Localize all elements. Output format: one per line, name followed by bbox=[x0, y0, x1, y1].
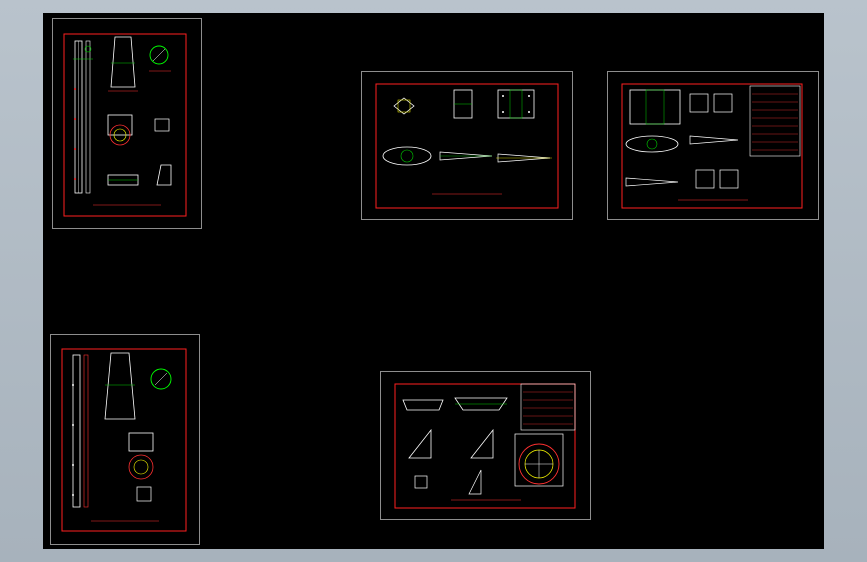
drawing-sheet-2[interactable] bbox=[361, 71, 573, 220]
sheet-1-drawing bbox=[63, 33, 187, 217]
sheet-5-drawing bbox=[394, 383, 576, 509]
drawing-canvas[interactable] bbox=[43, 13, 824, 549]
sheet-4-drawing bbox=[61, 348, 187, 532]
drawing-sheet-4[interactable] bbox=[50, 334, 200, 545]
drawing-sheet-5[interactable] bbox=[380, 371, 591, 520]
sheet-2-drawing bbox=[375, 83, 559, 209]
drawing-sheet-1[interactable] bbox=[52, 18, 202, 229]
sheet-3-drawing bbox=[621, 83, 803, 209]
drawing-sheet-3[interactable] bbox=[607, 71, 819, 220]
